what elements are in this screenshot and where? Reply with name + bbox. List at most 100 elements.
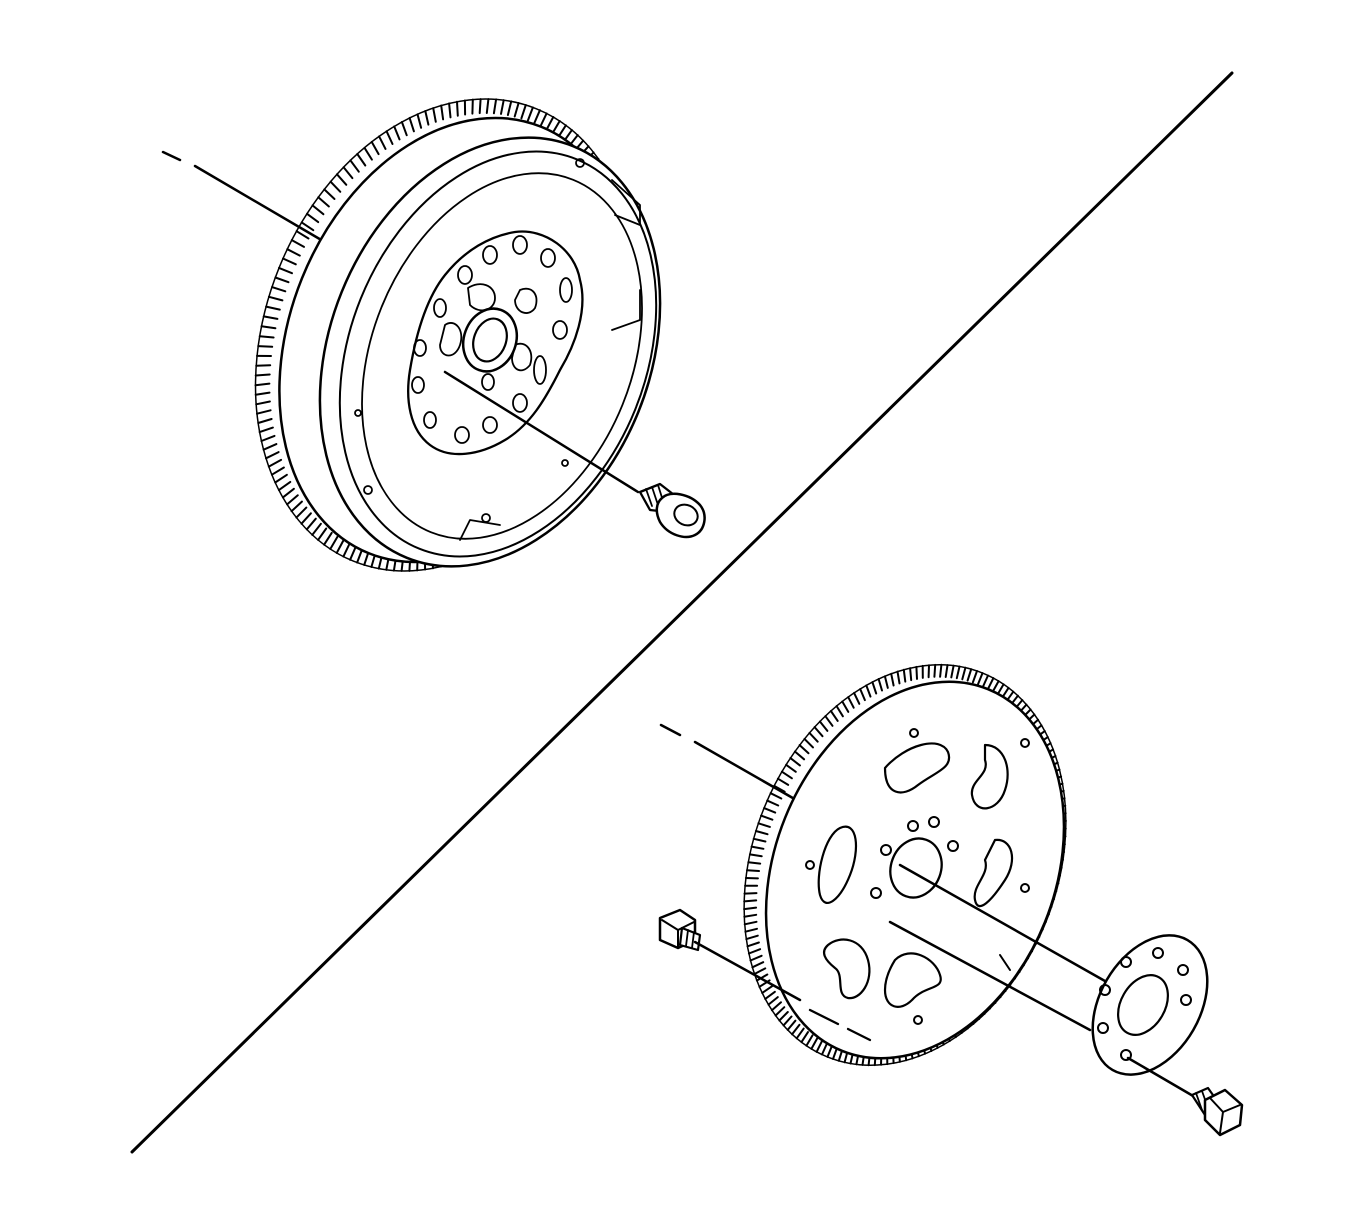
gear-tooth	[336, 173, 348, 186]
gear-tooth	[818, 720, 829, 732]
gear-tooth	[349, 545, 357, 561]
gear-tooth	[776, 777, 790, 786]
washer-leader-upper	[898, 863, 1114, 987]
gear-tooth	[961, 666, 967, 681]
gear-tooth	[317, 196, 330, 208]
gear-tooth	[883, 675, 889, 689]
gear-tooth	[761, 985, 774, 994]
gear-tooth	[815, 1040, 823, 1053]
right-bolt-leader	[1126, 1056, 1202, 1102]
gear-tooth	[260, 325, 277, 330]
gear-tooth	[915, 665, 918, 680]
gear-tooth	[271, 286, 287, 293]
gear-tooth	[456, 100, 459, 117]
gear-tooth	[746, 869, 760, 872]
hub-bolt-holes	[411, 235, 573, 444]
gear-tooth	[890, 672, 895, 687]
gear-tooth	[743, 913, 758, 918]
diagonal-divider-line	[130, 71, 1234, 1154]
gear-tooth	[744, 927, 758, 933]
gear-tooth	[877, 678, 883, 692]
gear-tooth	[853, 691, 861, 705]
gear-tooth	[265, 451, 280, 460]
gear-tooth	[793, 750, 806, 761]
bolt-icon	[1190, 1086, 1244, 1137]
gear-tooth	[829, 710, 839, 722]
gear-tooth	[278, 266, 293, 275]
gear-tooth	[743, 906, 758, 911]
gear-tooth	[286, 494, 299, 506]
gear-tooth	[939, 663, 943, 678]
gear-tooth	[300, 512, 312, 525]
gear-tooth	[955, 665, 961, 680]
gear-tooth	[305, 517, 317, 531]
gear-tooth	[551, 120, 561, 135]
gear-tooth	[400, 121, 408, 137]
gear-tooth	[808, 731, 819, 743]
bolt-icon	[658, 908, 702, 952]
gear-tooth	[274, 473, 288, 484]
gear-tooth	[306, 212, 320, 224]
dowel-hole	[363, 485, 373, 495]
gear-tooth	[506, 100, 513, 116]
gear-tooth	[896, 670, 901, 685]
flexplate-center-bore	[889, 837, 943, 899]
gear-tooth	[798, 744, 810, 755]
gear-tooth	[323, 531, 333, 546]
washer-icon	[1091, 934, 1209, 1076]
gear-tooth	[254, 382, 271, 387]
gear-tooth	[865, 684, 872, 698]
gear-tooth	[757, 822, 771, 828]
dowel-hole	[561, 459, 569, 467]
flexplate-dash	[808, 1008, 840, 1026]
gear-tooth	[274, 276, 290, 284]
gear-tooth	[773, 784, 786, 793]
gear-tooth	[254, 391, 271, 396]
gear-tooth	[424, 110, 430, 126]
gear-tooth	[743, 892, 758, 895]
gear-tooth	[791, 1023, 801, 1036]
gear-tooth	[769, 792, 783, 800]
flexplate-icon	[659, 663, 1114, 1067]
gear-tooth	[270, 466, 285, 476]
flexplate-bolt-holes	[805, 728, 1030, 1025]
gear-tooth	[821, 1042, 828, 1056]
gear-tooth	[513, 102, 520, 118]
gear-tooth	[871, 681, 878, 695]
gear-tooth	[356, 548, 364, 564]
gear-tooth	[847, 696, 855, 709]
dowel-hole	[354, 409, 362, 417]
washer-leader-lower	[888, 920, 1092, 1032]
gear-tooth	[329, 180, 342, 193]
flexplate-dash	[999, 954, 1011, 971]
gear-tooth	[743, 920, 758, 926]
flywheel-leader-line	[193, 164, 337, 250]
gear-tooth	[785, 763, 797, 773]
gear-tooth	[262, 315, 279, 320]
flexplate-leader-line	[693, 740, 807, 807]
gear-tooth	[290, 239, 305, 248]
rim-notch	[611, 179, 641, 226]
gear-tooth	[824, 715, 834, 727]
gear-tooth	[950, 664, 955, 679]
hub-small-hole	[481, 373, 495, 391]
gear-tooth	[311, 522, 322, 536]
gear-tooth	[745, 934, 759, 941]
gear-tooth	[767, 996, 779, 1006]
gear-tooth	[835, 705, 844, 718]
gear-tooth	[356, 153, 367, 167]
gear-tooth	[749, 954, 763, 962]
gear-tooth	[311, 204, 325, 216]
gear-tooth	[859, 688, 866, 702]
dowel-hole	[575, 158, 585, 168]
gear-tooth	[774, 1006, 786, 1017]
flywheel-icon	[161, 98, 662, 572]
gear-tooth	[966, 668, 973, 682]
gear-tooth	[747, 948, 762, 955]
gear-tooth	[408, 116, 415, 133]
gear-tooth	[770, 1001, 782, 1012]
gear-tooth	[258, 335, 275, 339]
gear-tooth	[944, 664, 949, 678]
